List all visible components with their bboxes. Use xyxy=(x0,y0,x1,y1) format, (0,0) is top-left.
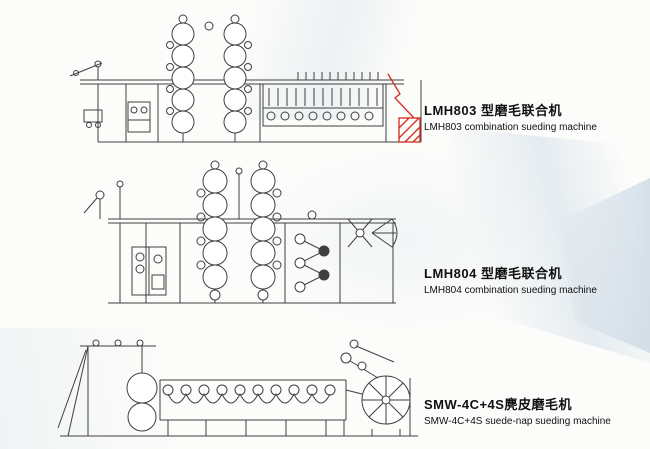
entry-aframe xyxy=(57,339,156,437)
exit-section-red xyxy=(387,73,421,143)
lmh803-title-zh: LMH803 型磨毛联合机 xyxy=(424,103,562,118)
lmh804-diagram xyxy=(83,160,398,304)
roller-tower-right xyxy=(250,160,282,303)
lmh803-title-en: LMH803 combination sueding machine xyxy=(424,122,597,133)
plaiter-device xyxy=(347,218,398,248)
sueding-drum xyxy=(345,375,411,436)
takeup-arm xyxy=(340,339,395,379)
guide-roller xyxy=(204,21,214,31)
lmh804-title-en: LMH804 combination sueding machine xyxy=(424,285,597,296)
smw-label: SMW-4C+4S麂皮磨毛机 SMW-4C+4S suede-nap suedi… xyxy=(424,394,611,427)
roller-tower-left xyxy=(196,160,228,303)
lmh804-title-zh: LMH804 型磨毛联合机 xyxy=(424,266,562,281)
lmh803-diagram xyxy=(69,14,422,143)
lmh803-label: LMH803 型磨毛联合机 LMH803 combination sueding… xyxy=(424,100,597,133)
smw-title-zh: SMW-4C+4S麂皮磨毛机 xyxy=(424,397,572,412)
background-wash xyxy=(430,128,650,363)
zigzag-roller-section xyxy=(284,210,341,304)
feed-drums xyxy=(126,346,158,432)
smw-diagram xyxy=(57,339,418,437)
roller-tower-right xyxy=(223,14,252,142)
entry-stand xyxy=(83,180,124,219)
center-guide xyxy=(235,167,243,219)
entry-stand xyxy=(69,60,103,128)
lmh804-label: LMH804 型磨毛联合机 LMH804 combination sueding… xyxy=(424,263,597,296)
padder-box xyxy=(131,246,167,296)
control-box xyxy=(127,101,151,133)
roller-tower-left xyxy=(166,14,195,142)
smw-title-en: SMW-4C+4S suede-nap sueding machine xyxy=(424,416,611,427)
brush-section xyxy=(262,72,384,127)
roller-bed xyxy=(159,379,347,436)
